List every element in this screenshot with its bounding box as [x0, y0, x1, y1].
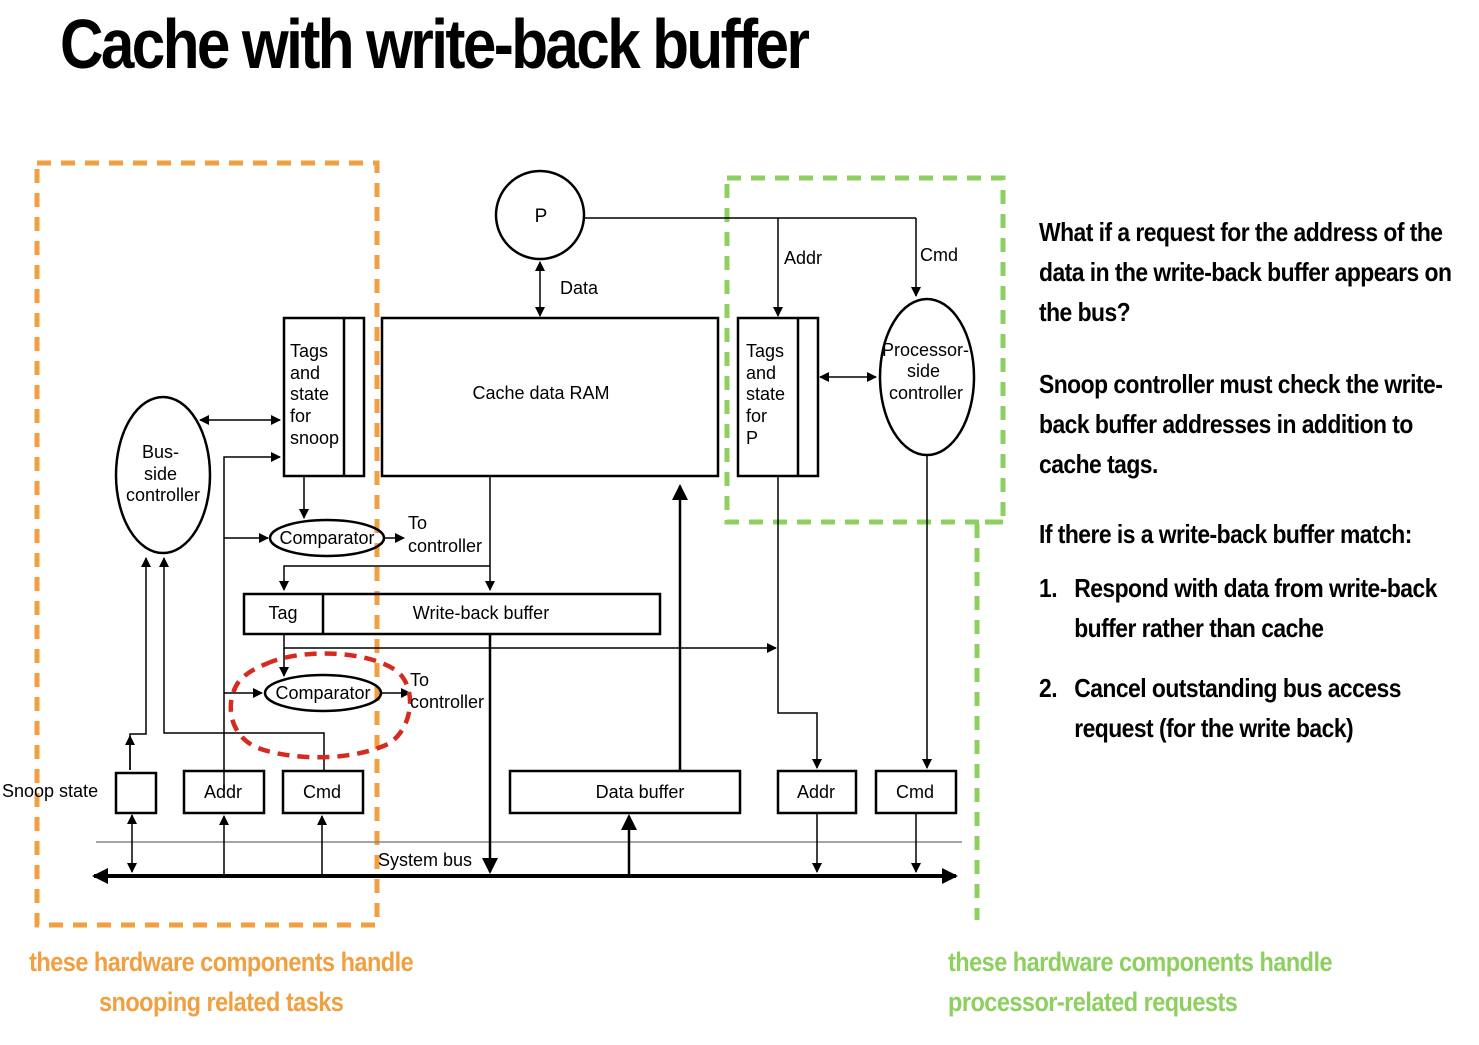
- snoop-caption-line: snooping related tasks: [98, 987, 344, 1017]
- step-text: Cancel outstanding bus access request (f…: [1074, 673, 1401, 743]
- list-item: 2. Cancel outstanding bus access request …: [1039, 668, 1479, 748]
- processor-label: P: [535, 206, 548, 227]
- comparator-highlight: [228, 651, 413, 760]
- step-number: 1.: [1039, 573, 1058, 603]
- snoop-tags-label: Tags and state for snoop: [290, 341, 339, 448]
- processor-caption-line: processor-related requests: [948, 987, 1238, 1017]
- explanation-panel: What if a request for the address of the…: [1039, 212, 1469, 768]
- proc-addr-label: Addr: [797, 782, 835, 802]
- bus-side-controller-label: Bus- side controller: [126, 442, 200, 505]
- step-text: Respond with data from write-back buffer…: [1074, 573, 1437, 643]
- cache-data-ram: [380, 316, 720, 478]
- bus-cmd-label: Cmd: [303, 782, 341, 802]
- processor-node: [494, 169, 586, 261]
- write-back-buffer-label: Write-back buffer: [413, 603, 549, 623]
- cmd-label: Cmd: [920, 245, 958, 265]
- write-back-buffer: [242, 592, 662, 636]
- snoop-caption-line: these hardware components handle: [29, 947, 414, 977]
- to-controller-1-label: To controller: [408, 513, 482, 556]
- processor-side-controller-label: Processor- side controller: [882, 340, 974, 403]
- data-label: Data: [560, 278, 599, 298]
- bus-addr-label: Addr: [204, 782, 242, 802]
- proc-cmd-label: Cmd: [896, 782, 934, 802]
- snoop-caption: these hardware components handle snoopin…: [8, 942, 434, 1022]
- proc-tags-label: Tags and state for P: [746, 341, 790, 448]
- comparator-write-back-label: Comparator: [275, 683, 370, 703]
- condition-text: If there is a write-back buffer match:: [1039, 519, 1412, 549]
- page-title: Cache with write-back buffer: [60, 5, 810, 83]
- bus-side-controller: [114, 395, 212, 555]
- system-bus-label: System bus: [378, 850, 472, 870]
- processor-caption: these hardware components handle process…: [948, 942, 1333, 1022]
- addr-label: Addr: [784, 248, 822, 268]
- bus-cmd-box: [281, 769, 365, 815]
- snoop-region-outline: [34, 160, 380, 928]
- step-number: 2.: [1039, 673, 1058, 703]
- cache-data-ram-label: Cache data RAM: [472, 383, 609, 403]
- data-buffer-label: Data buffer: [596, 782, 685, 802]
- snoop-state-box: [114, 771, 158, 815]
- list-item: 1. Respond with data from write-back buff…: [1039, 568, 1479, 648]
- snoop-state-label: Snoop state: [2, 781, 98, 801]
- answer-text: Snoop controller must check the write-ba…: [1039, 369, 1443, 479]
- question-text: What if a request for the address of the…: [1039, 217, 1452, 327]
- to-controller-2-label: To controller: [410, 670, 484, 712]
- processor-region-outline: [724, 175, 1006, 920]
- response-steps: 1. Respond with data from write-back buff…: [1039, 568, 1479, 748]
- processor-caption-line: these hardware components handle: [948, 947, 1333, 977]
- data-buffer-box: [508, 769, 742, 815]
- tag-label: Tag: [268, 603, 297, 623]
- comparator-tags-label: Comparator: [279, 528, 374, 548]
- snoop-tags-box: [282, 316, 366, 478]
- bus-addr-box: [182, 769, 266, 815]
